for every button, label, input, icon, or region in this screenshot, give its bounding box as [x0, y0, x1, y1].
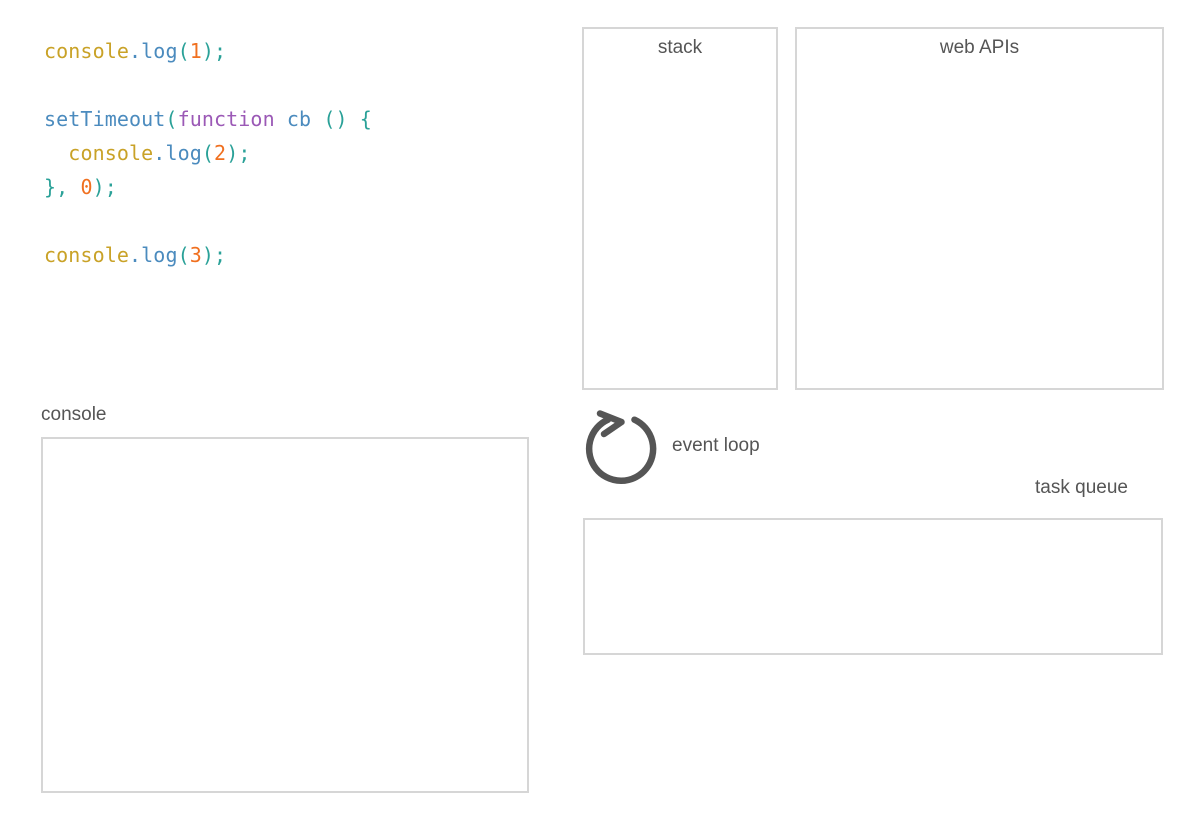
event-loop-label: event loop [672, 435, 760, 456]
code-token: ( [177, 243, 190, 267]
circular-arrow-icon [580, 407, 662, 489]
code-line: console.log(3); [44, 238, 544, 272]
code-token: ( [177, 39, 190, 63]
code-line: }, 0); [44, 170, 544, 204]
code-token: 1 [189, 39, 202, 63]
code-token: ( [165, 107, 178, 131]
code-token: ( [201, 141, 215, 165]
code-token: . [129, 39, 142, 63]
stack-panel: stack [582, 27, 778, 390]
code-token: ); [201, 243, 227, 267]
code-token: log [165, 141, 202, 165]
console-panel [41, 437, 529, 793]
code-token: 0 [80, 175, 93, 199]
code-token: function [177, 107, 275, 131]
code-token: . [129, 243, 142, 267]
code-line [44, 204, 544, 238]
code-line [44, 68, 544, 102]
code-token: ); [226, 141, 251, 165]
code-token: 3 [189, 243, 202, 267]
code-token: ); [201, 39, 227, 63]
code-token: log [141, 243, 178, 267]
code-token: console [44, 39, 129, 63]
code-token [275, 107, 287, 131]
code-token: }, [44, 175, 81, 199]
web-apis-panel: web APIs [795, 27, 1164, 390]
console-panel-content [43, 443, 527, 791]
task-queue-panel-content [585, 524, 1161, 653]
code-token: ); [92, 175, 117, 199]
web-apis-panel-content [797, 65, 1162, 388]
code-token: cb [286, 107, 312, 131]
task-queue-panel [583, 518, 1163, 655]
code-token: setTimeout [44, 107, 166, 131]
task-queue-panel-title: task queue [1035, 477, 1128, 498]
stack-panel-title: stack [657, 37, 703, 58]
code-token: console [68, 141, 154, 165]
code-editor[interactable]: console.log(1); setTimeout(function cb (… [44, 34, 544, 272]
code-token [44, 141, 68, 165]
code-line: console.log(2); [44, 136, 544, 170]
web-apis-panel-title: web APIs [939, 37, 1020, 58]
code-token: () { [311, 107, 372, 131]
event-loop: event loop [580, 407, 880, 497]
console-panel-title: console [41, 404, 107, 425]
code-token: console [44, 243, 129, 267]
code-token: . [153, 141, 166, 165]
code-line: console.log(1); [44, 34, 544, 68]
code-token: 2 [214, 141, 227, 165]
code-line: setTimeout(function cb () { [44, 102, 544, 136]
code-token: log [141, 39, 178, 63]
stack-panel-content [584, 65, 776, 388]
